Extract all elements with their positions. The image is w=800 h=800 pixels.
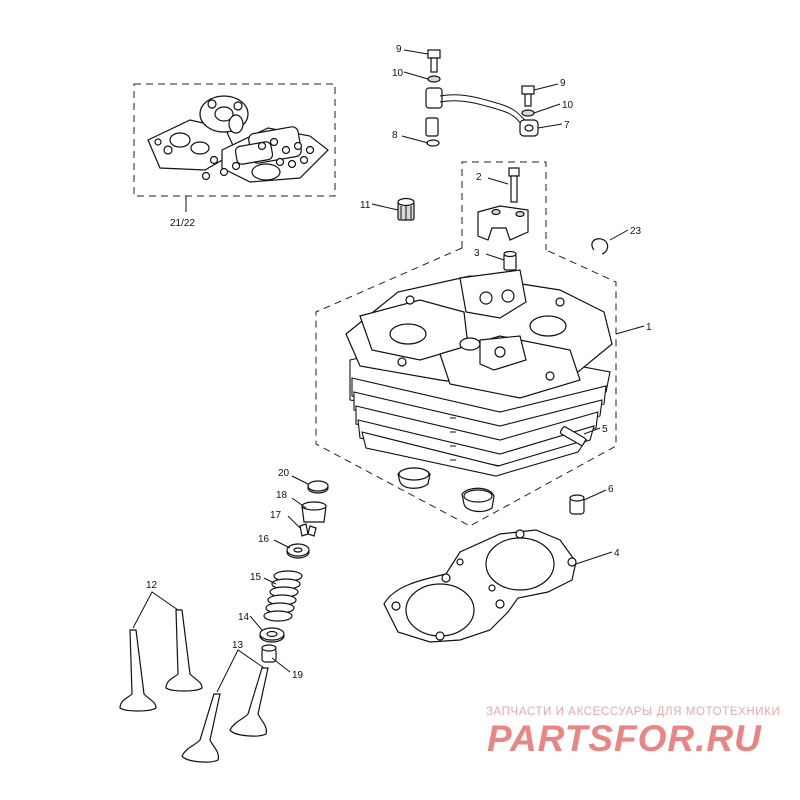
callout-labels: 9 10 8 9 10 7 2 3 11 23 1 5 6 4 20 18 17…: [146, 44, 652, 681]
collets: [299, 523, 309, 537]
valve-train-group: [259, 480, 329, 663]
cylinder-head-dashed-frame: [315, 247, 617, 527]
copper-washer-left: [427, 75, 441, 83]
banjo-bolt-head-right: [521, 85, 535, 95]
leader-lines: [132, 49, 645, 693]
stud: [559, 426, 587, 446]
callout-10-right: 10: [562, 100, 574, 111]
callout-10-left: 10: [392, 68, 404, 79]
callout-13: 13: [232, 640, 244, 651]
head-gasket: [383, 529, 577, 643]
cylinder-head-group: [315, 247, 617, 527]
fin-markings: [450, 417, 456, 461]
copper-washer-right: [521, 109, 535, 117]
callout-17: 17: [270, 510, 282, 521]
gasket-kit-group: 21/22: [133, 83, 336, 229]
callout-12: 12: [146, 580, 158, 591]
callout-9-left: 9: [396, 44, 402, 55]
exhaust-valve-1: [119, 629, 157, 712]
cam-cap-group: [461, 161, 547, 271]
callout-18: 18: [276, 490, 288, 501]
callout-3: 3: [474, 248, 480, 259]
callout-6: 6: [608, 484, 614, 495]
callout-19: 19: [292, 670, 304, 681]
callout-9-right: 9: [560, 78, 566, 89]
cam-cap-bolt: [510, 175, 518, 203]
callout-16: 16: [258, 534, 270, 545]
callout-1: 1: [646, 322, 652, 333]
circlip: [591, 238, 609, 255]
inlet-valve-1: [181, 693, 221, 763]
watermark-logo[interactable]: PARTSFOR.RU: [487, 718, 762, 759]
valves-group: [119, 609, 269, 763]
callout-15: 15: [250, 572, 262, 583]
gasket-kit-dashed-box: [133, 83, 336, 197]
oil-feed-pipe-group: [425, 49, 539, 147]
callout-23: 23: [630, 226, 642, 237]
callout-11: 11: [360, 200, 371, 211]
callout-21-22: 21/22: [170, 218, 195, 229]
watermark-caption: ЗАПЧАСТИ И АКСЕССУАРЫ ДЛЯ МОТОТЕХНИКИ: [486, 706, 781, 718]
cylinder-head-illustration: [345, 269, 613, 477]
gasket-kit-illustration: [147, 95, 329, 183]
callout-7: 7: [564, 120, 570, 131]
o-ring: [426, 139, 440, 147]
callout-2: 2: [476, 172, 482, 183]
banjo-bolt-head-left: [427, 49, 441, 59]
gasket-small-rings: [201, 137, 315, 181]
callout-14: 14: [238, 612, 250, 623]
callout-8: 8: [392, 130, 398, 141]
plug-6: [569, 494, 585, 515]
exhaust-valve-2: [165, 609, 203, 692]
callout-4: 4: [614, 548, 620, 559]
inlet-valve-2: [229, 667, 269, 737]
callout-5: 5: [602, 424, 608, 435]
callout-20: 20: [278, 468, 290, 479]
cam-cap-dashed-frame: [461, 161, 547, 250]
valve-spring: [263, 570, 303, 622]
plug-11: [397, 197, 415, 221]
